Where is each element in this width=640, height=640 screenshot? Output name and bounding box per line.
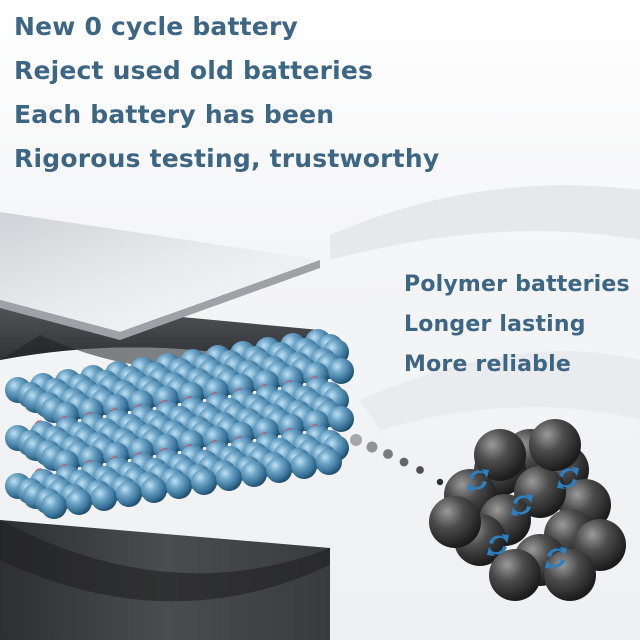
background-swoosh	[360, 351, 640, 430]
blue-atom	[141, 477, 167, 503]
gray-sphere	[514, 466, 566, 518]
top-electrode-plate	[0, 212, 320, 332]
top-plate-edge	[0, 260, 320, 340]
headline-line-1: New 0 cycle battery	[14, 12, 298, 41]
bottom-plate-shadow	[0, 520, 330, 602]
blue-atom	[316, 449, 342, 475]
feature-polymer: Polymer batteries	[404, 272, 630, 297]
connector-dot	[383, 449, 393, 459]
connecting-dots	[350, 434, 444, 486]
connector-dot	[416, 466, 424, 474]
refresh-arrow-icon	[467, 469, 489, 491]
connector-dot	[366, 441, 378, 453]
blue-atom	[328, 358, 354, 384]
gray-sphere	[544, 549, 596, 601]
background-swoosh	[330, 185, 640, 260]
headline-line-2: Reject used old batteries	[14, 56, 374, 85]
feature-longer-lasting: Longer lasting	[404, 312, 586, 337]
blue-atom	[191, 469, 217, 495]
gray-sphere	[429, 496, 481, 548]
polymer-molecule-cluster	[429, 419, 626, 601]
gray-sphere	[529, 419, 581, 471]
blue-atom	[216, 465, 242, 491]
blue-atom	[328, 406, 354, 432]
refresh-arrow-icon	[511, 494, 533, 516]
headline-line-4: Rigorous testing, trustworthy	[14, 144, 440, 173]
blue-atom	[116, 481, 142, 507]
blue-atom	[66, 489, 92, 515]
refresh-arrow-icon	[487, 534, 509, 556]
blue-atom	[266, 457, 292, 483]
blue-atom	[91, 485, 117, 511]
feature-more-reliable: More reliable	[404, 352, 571, 377]
connector-dot	[399, 457, 409, 467]
connector-dot	[436, 478, 444, 486]
connector-dot	[350, 434, 362, 446]
refresh-arrow-icon	[557, 467, 579, 489]
blue-atom	[291, 453, 317, 479]
gray-sphere	[474, 429, 526, 481]
headline-line-3: Each battery has been	[14, 100, 335, 129]
atom-lattice	[5, 329, 354, 519]
gray-sphere	[489, 549, 541, 601]
blue-atom	[166, 473, 192, 499]
blue-atom	[41, 493, 67, 519]
blue-atom	[241, 461, 267, 487]
refresh-arrow-icon	[545, 547, 567, 569]
